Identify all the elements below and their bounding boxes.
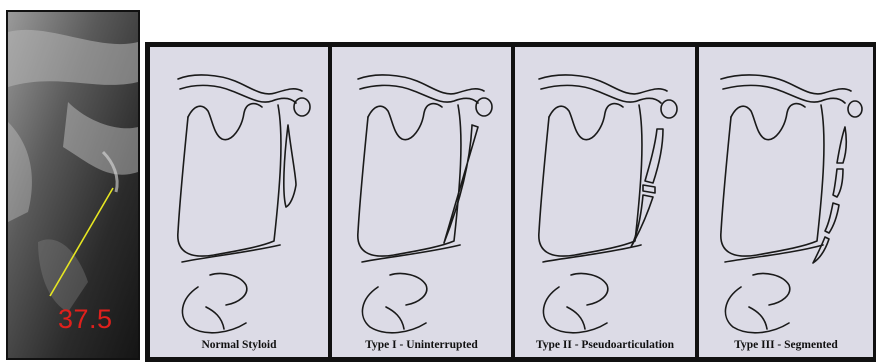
measurement-value: 37.5 <box>58 304 113 335</box>
caption-type-iii: Type III - Segmented <box>699 339 873 351</box>
radiograph-panel: 37.5 <box>6 10 140 360</box>
sketch-type-iii: Type III - Segmented <box>699 47 873 357</box>
caption-type-ii: Type II - Pseudoarticulation <box>515 339 695 351</box>
normal-styloid-drawing <box>150 47 328 357</box>
styloid-types-strip: Normal Styloid Type I - Uninterrupted <box>145 42 876 362</box>
type-i-drawing <box>332 47 511 357</box>
type-ii-drawing <box>515 47 695 357</box>
type-iii-drawing <box>699 47 873 357</box>
caption-type-i: Type I - Uninterrupted <box>332 339 511 351</box>
sketch-normal-styloid: Normal Styloid <box>150 47 328 357</box>
sketch-type-i: Type I - Uninterrupted <box>332 47 511 357</box>
sketch-type-ii: Type II - Pseudoarticulation <box>515 47 695 357</box>
caption-normal-styloid: Normal Styloid <box>150 339 328 351</box>
